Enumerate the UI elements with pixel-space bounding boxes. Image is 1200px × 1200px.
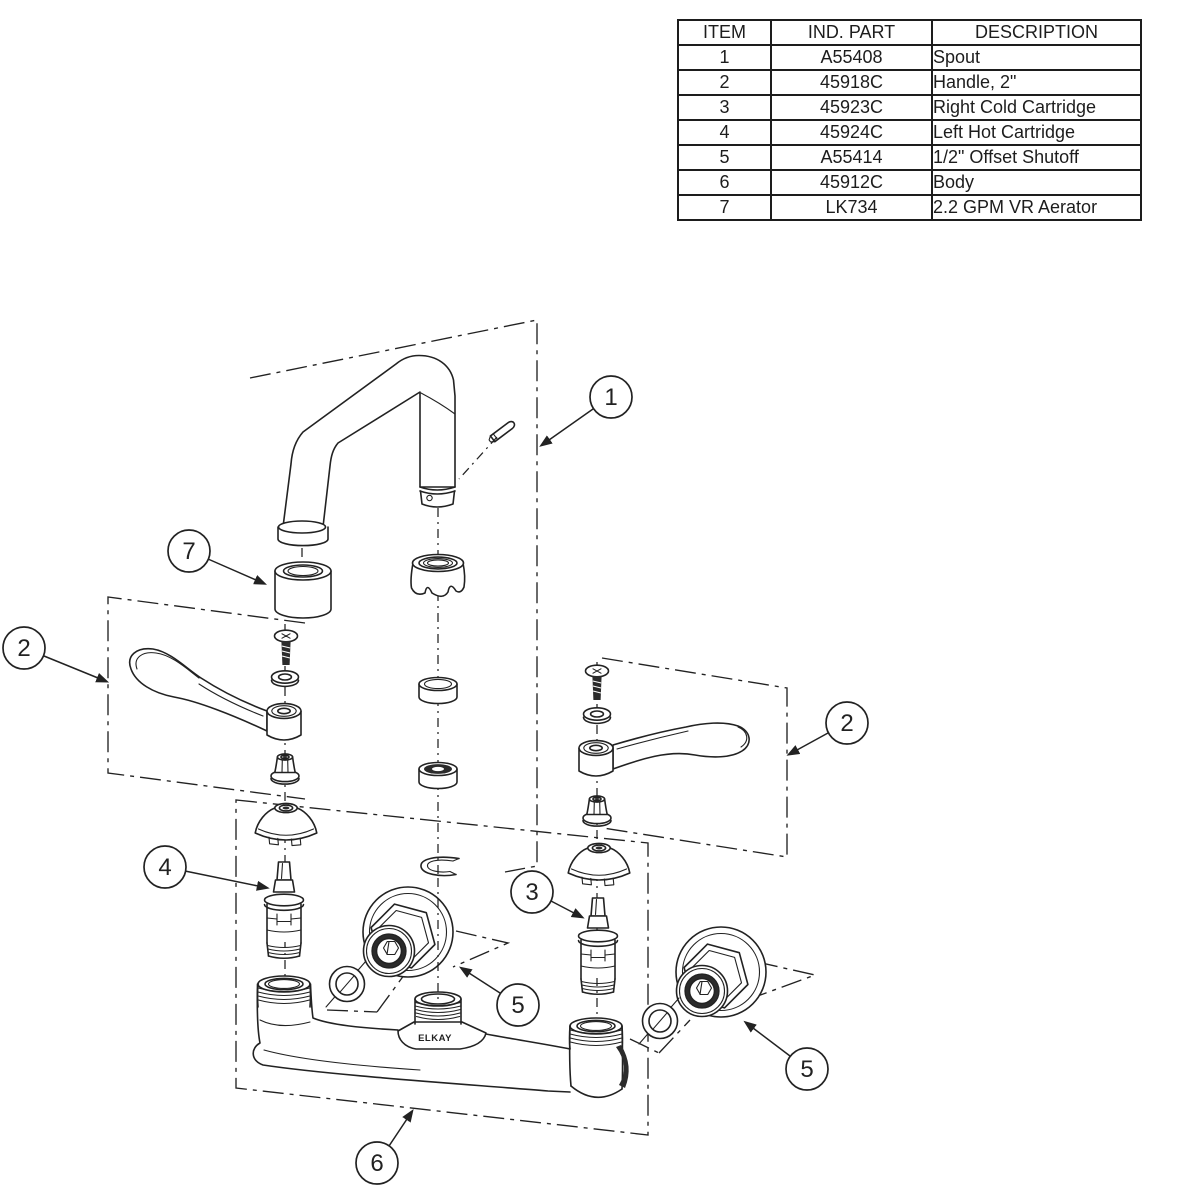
left-handle-screw: [273, 629, 299, 666]
spout-coupling-nut: [410, 553, 466, 598]
spout-group-box: [249, 319, 538, 873]
left-shutoff-drawing: [362, 886, 454, 978]
callout-balloon-right-shutoff: 5: [785, 1047, 829, 1091]
part-row: 6 45912C Body: [677, 169, 1142, 196]
part-description: Spout: [931, 44, 1142, 71]
spout-seal-ring: [418, 761, 458, 790]
part-row: 5 A55414 1/2" Offset Shutoff: [677, 144, 1142, 171]
callout-leaders: [43, 408, 829, 1147]
left-shutoff-gasket: [325, 960, 367, 1008]
col-header-description: DESCRIPTION: [931, 19, 1142, 46]
callout-balloon-left-handle: 2: [2, 626, 46, 670]
svg-text:2: 2: [17, 635, 30, 662]
body-drawing: ELKAY: [252, 975, 629, 1099]
callout-balloon-aerator: 7: [167, 529, 211, 573]
svg-text:7: 7: [182, 538, 195, 565]
part-description: Right Cold Cartridge: [931, 94, 1142, 121]
left-handle-group-box: [107, 596, 306, 800]
right-handle-drawing: [567, 664, 750, 887]
part-description: 1/2" Offset Shutoff: [931, 144, 1142, 171]
callout-balloon-left-cartridge: 4: [143, 845, 187, 889]
svg-text:5: 5: [800, 1056, 813, 1083]
part-number: 45912C: [770, 169, 933, 196]
part-number: A55414: [770, 144, 933, 171]
right-inlet-port: [568, 1017, 624, 1050]
part-description: Handle, 2": [931, 69, 1142, 96]
left-bonnet: [254, 802, 318, 847]
part-item-number: 1: [677, 44, 772, 71]
left-hot-cartridge-drawing: [263, 861, 305, 960]
callout-balloon-body: 6: [355, 1141, 399, 1185]
svg-text:4: 4: [158, 854, 171, 881]
callout-balloon-left-shutoff: 5: [496, 983, 540, 1027]
part-description: Left Hot Cartridge: [931, 119, 1142, 146]
right-bonnet: [567, 842, 631, 887]
right-handle-group-box: [601, 657, 788, 858]
left-handle-washer: [270, 669, 300, 688]
part-row: 7 LK734 2.2 GPM VR Aerator: [677, 194, 1142, 221]
part-item-number: 7: [677, 194, 772, 221]
part-number: 45923C: [770, 94, 933, 121]
part-item-number: 2: [677, 69, 772, 96]
spout-spacer-ring: [418, 676, 458, 705]
part-row: 1 A55408 Spout: [677, 44, 1142, 71]
left-handle-nut: [270, 753, 300, 785]
right-shutoff-gasket: [638, 997, 680, 1045]
spout-drawing: [277, 354, 516, 547]
part-number: LK734: [770, 194, 933, 221]
spout-snap-ring: [420, 856, 460, 877]
callout-balloon-right-handle: 2: [825, 701, 869, 745]
right-handle-screw: [584, 664, 610, 701]
right-handle-washer: [582, 706, 612, 725]
right-cold-cartridge-drawing: [577, 897, 619, 996]
part-description: 2.2 GPM VR Aerator: [931, 194, 1142, 221]
left-handle-drawing: [129, 629, 318, 847]
body-group-box: [235, 799, 649, 1136]
callout-balloon-right-cartridge: 3: [510, 870, 554, 914]
right-handle-nut: [582, 795, 612, 827]
part-row: 3 45923C Right Cold Cartridge: [677, 94, 1142, 121]
part-number: 45918C: [770, 69, 933, 96]
right-shutoff-boundary: [629, 961, 818, 1054]
part-number: 45924C: [770, 119, 933, 146]
svg-text:6: 6: [370, 1150, 383, 1177]
callout-balloon-spout: 1: [589, 375, 633, 419]
part-item-number: 5: [677, 144, 772, 171]
part-item-number: 3: [677, 94, 772, 121]
right-shutoff-drawing: [675, 926, 767, 1018]
part-item-number: 4: [677, 119, 772, 146]
svg-text:2: 2: [840, 710, 853, 737]
col-header-ind-part: IND. PART: [770, 19, 933, 46]
spout-set-screw: [488, 420, 516, 443]
col-header-item: ITEM: [677, 19, 772, 46]
part-row: 4 45924C Left Hot Cartridge: [677, 119, 1142, 146]
part-number: A55408: [770, 44, 933, 71]
part-item-number: 6: [677, 169, 772, 196]
parts-table: ITEM IND. PART DESCRIPTION 1 A55408 Spou…: [677, 19, 1142, 221]
svg-text:1: 1: [604, 384, 617, 411]
svg-text:3: 3: [525, 879, 538, 906]
part-description: Body: [931, 169, 1142, 196]
brand-logo-text: ELKAY: [418, 1033, 452, 1044]
parts-table-header-row: ITEM IND. PART DESCRIPTION: [677, 19, 1142, 46]
aerator-drawing: [274, 561, 332, 619]
svg-text:5: 5: [511, 992, 524, 1019]
part-row: 2 45918C Handle, 2": [677, 69, 1142, 96]
